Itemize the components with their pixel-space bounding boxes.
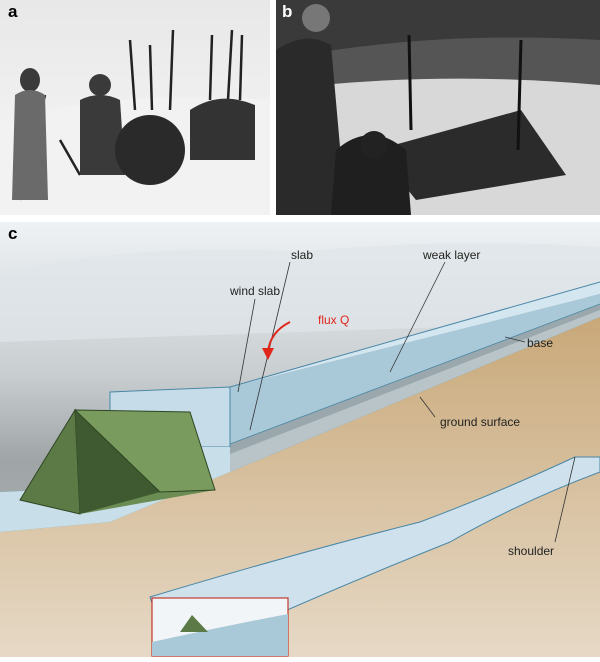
ground <box>0 307 600 657</box>
tent-illustration <box>19 408 216 515</box>
inset-tent <box>180 615 208 632</box>
slab-avalanche-diagram: wind slab slab flux Q weak layer base gr… <box>0 222 600 657</box>
diagram-panel-c: wind slab slab flux Q weak layer base gr… <box>0 222 600 657</box>
label-base: base <box>527 336 553 350</box>
photo-panel-a: a <box>0 0 270 215</box>
label-wind-slab: wind slab <box>229 284 280 298</box>
panel-label-c: c <box>8 224 18 243</box>
photo-damaged-tent <box>276 0 600 215</box>
label-slab: slab <box>291 248 313 262</box>
label-flux-q: flux Q <box>318 313 349 327</box>
label-shoulder: shoulder <box>508 544 554 558</box>
photo-skiers-trench <box>0 0 270 215</box>
photo-panel-b: b <box>276 0 600 215</box>
panel-label-a: a <box>8 2 18 21</box>
label-ground-surface: ground surface <box>440 415 520 429</box>
shoulder-snow <box>149 456 600 628</box>
panel-label-b: b <box>282 2 293 21</box>
label-weak-layer: weak layer <box>422 248 480 262</box>
slab <box>110 294 600 444</box>
